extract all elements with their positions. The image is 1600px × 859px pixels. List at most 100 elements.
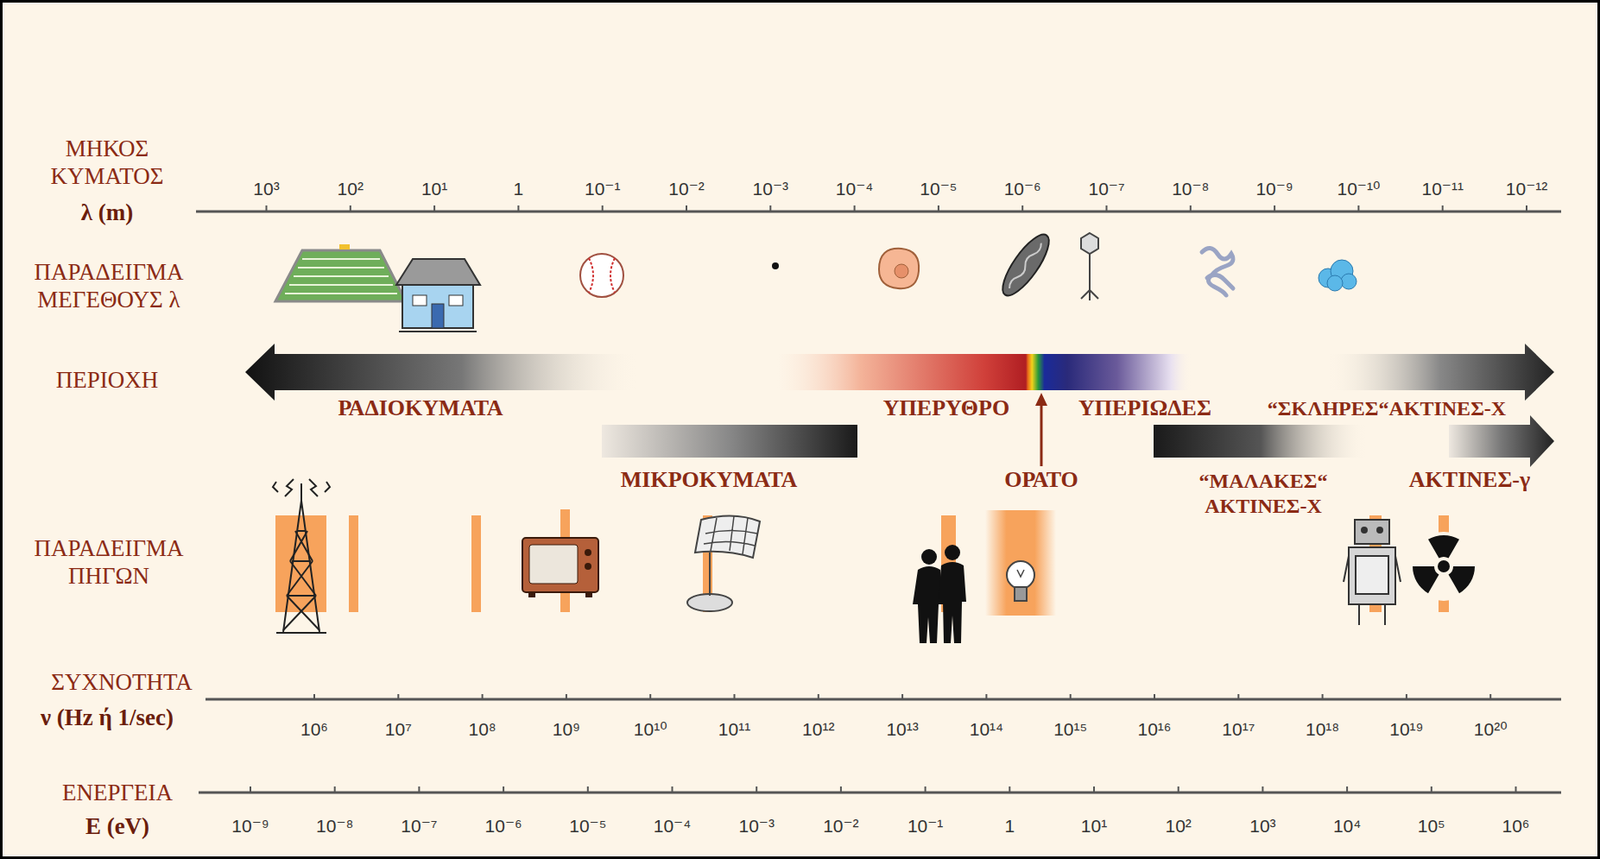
axis-tick (565, 694, 568, 700)
radiation-symbol (1409, 531, 1479, 601)
axis-unit: ν (Hz ή 1/sec) (40, 703, 174, 732)
axis-tick (587, 786, 589, 793)
people (912, 566, 944, 644)
tick-label: 10⁻⁷ (400, 815, 437, 837)
source-band (471, 515, 481, 613)
axis-line (198, 791, 1562, 795)
people (938, 562, 967, 644)
atom-cloud (1340, 273, 1357, 290)
region-name: ΑΚΤΙΝΕΣ-γ (1409, 466, 1531, 494)
region-band (777, 354, 1192, 391)
tick-label: 10⁻¹⁰ (1336, 177, 1380, 200)
football-field (284, 259, 398, 294)
tick-label: 10⁻³ (752, 177, 789, 200)
virus (1081, 233, 1099, 301)
atom-cloud (1318, 259, 1357, 291)
tick-label: 10¹⁰ (633, 718, 668, 740)
axis-unit: E (eV) (85, 812, 150, 841)
baseball (580, 253, 624, 298)
tick-label: 10⁻¹¹ (1421, 177, 1463, 200)
axis-tick (250, 205, 1527, 793)
tick-label: 10²⁰ (1473, 718, 1508, 740)
axis-tick (1021, 205, 1024, 212)
axis-tick (1261, 786, 1264, 793)
football-field (339, 244, 350, 250)
axis-tick (1441, 205, 1444, 212)
tick-label: 10⁶ (300, 718, 329, 740)
bacterium (994, 228, 1057, 303)
axis-tick (397, 694, 399, 700)
football-field (302, 258, 380, 260)
axis-tick (685, 205, 688, 212)
tick-label: 10⁶ (1501, 815, 1530, 837)
television (584, 562, 592, 570)
tick-label: 10¹⁴ (969, 718, 1004, 740)
satellite-dish (687, 515, 760, 612)
satellite-dish (703, 516, 758, 555)
virus (1088, 253, 1091, 291)
axis-tick (1321, 694, 1324, 700)
tick-label: 10⁻⁵ (919, 177, 957, 200)
tick-label: 10⁴ (1333, 815, 1361, 837)
football-field (297, 266, 385, 269)
tick-label: 10⁹ (552, 718, 581, 740)
region-band (601, 424, 858, 458)
radio-tower (272, 479, 330, 501)
region-name: ΜΙΚΡΟΚΥΜΑΤΑ (620, 466, 797, 494)
light-bulb (1017, 569, 1025, 577)
radiation-symbol (1428, 535, 1460, 558)
football-field (284, 292, 398, 295)
tick-label: 10⁻⁸ (1171, 177, 1209, 200)
axis-title: ΣΥΧΝΟΤΗΤΑ (50, 668, 193, 696)
x-ray-machine (1348, 547, 1396, 605)
tick-label: 10¹⁸ (1305, 718, 1340, 740)
axis-tick (924, 786, 927, 793)
radio-tower (283, 500, 320, 633)
axis-tick (265, 205, 268, 212)
axis-tick (502, 786, 505, 793)
x-ray-machine (1377, 527, 1383, 533)
tick-label: 10⁻⁴ (653, 815, 691, 837)
television (522, 537, 599, 598)
axis-title: ΠΑΡΑΔΕΙΓΜΑ ΠΗΓΩΝ (5, 534, 213, 591)
house (449, 295, 463, 306)
visible-pointer (1040, 404, 1044, 467)
people (921, 549, 937, 565)
radiation-symbol (1412, 566, 1440, 594)
axis-tick (334, 786, 336, 793)
tick-label: 10¹⁷ (1221, 718, 1255, 740)
region-name: ΡΑΔΙΟΚΥΜΑΤΑ (338, 394, 504, 422)
axis-tick (817, 694, 820, 700)
axis-tick (733, 694, 736, 700)
virus (1081, 290, 1099, 301)
axis-title: ΕΝΕΡΓΕΙΑ (62, 778, 173, 807)
tick-label: 10¹ (421, 177, 448, 200)
axis-tick (481, 694, 484, 700)
light-bulb (1006, 561, 1035, 589)
region-name: “ΣΚΛΗΡΕΣ“ΑΚΤΙΝΕΣ-Χ (1267, 396, 1506, 422)
region-name: “ΜΑΛΑΚΕΣ“ ΑΚΤΙΝΕΣ-Χ (1176, 468, 1350, 519)
television (584, 549, 592, 557)
radiation-symbol (1448, 566, 1476, 594)
football-field (275, 244, 406, 302)
light-bulb (1014, 587, 1027, 601)
region-band (1153, 424, 1368, 458)
tick-label: 10⁻⁸ (316, 815, 354, 837)
axis-tick (1237, 694, 1240, 700)
house (398, 330, 477, 333)
axis-tick (517, 205, 519, 212)
axis-tick (1273, 205, 1276, 212)
television (585, 592, 593, 598)
x-ray-machine (1361, 527, 1367, 533)
axis-tick (1008, 786, 1011, 793)
baseball (580, 253, 624, 298)
axis-tick (349, 205, 352, 212)
football-field (289, 284, 393, 286)
source-band (275, 509, 1449, 616)
axis-tick (1177, 786, 1180, 793)
axis-tick (601, 205, 604, 212)
axis-line (196, 210, 1562, 214)
